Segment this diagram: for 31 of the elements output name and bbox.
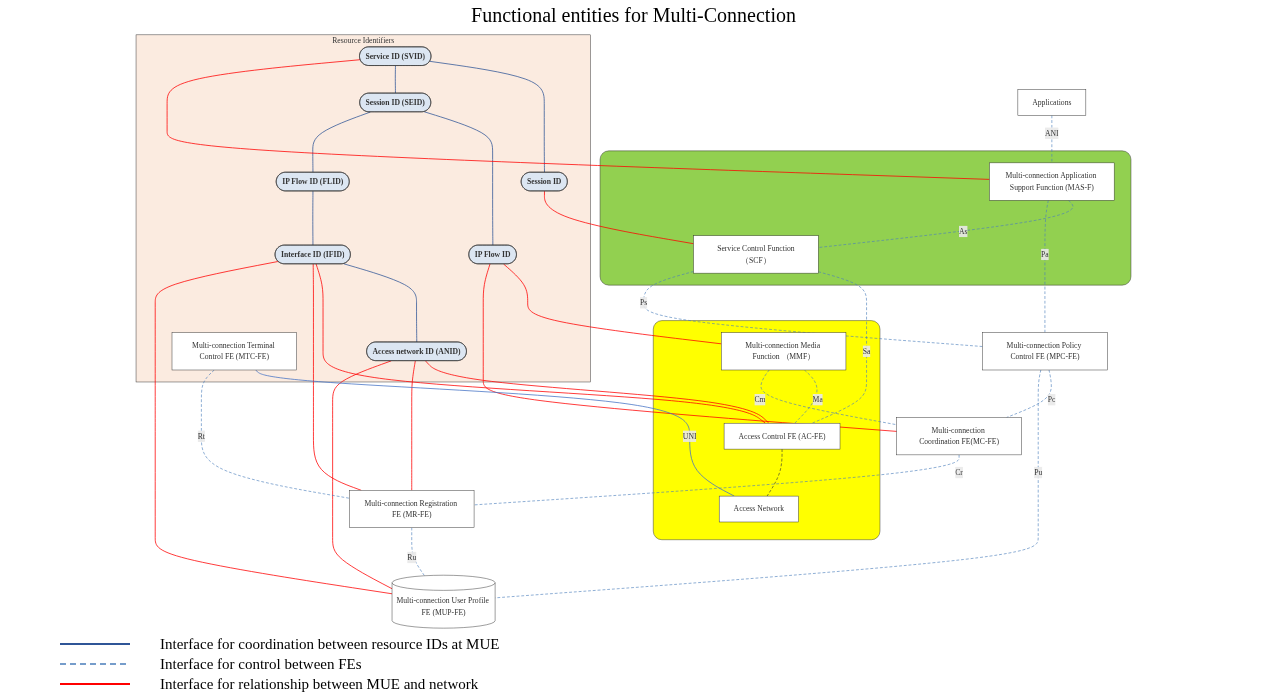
connector [503,263,722,345]
connector [332,360,393,590]
legend-text: Interface for relationship between MUE and network [160,675,479,693]
connector [312,111,371,173]
connector [166,59,990,180]
connector [312,190,314,246]
cluster [653,320,881,540]
connector [811,271,867,424]
legend-text: Interface for coordination between resource IDs at MUE [160,635,500,653]
connector [425,360,770,424]
connector [201,369,350,499]
connector [473,454,960,506]
connector [1044,199,1049,333]
connector [1051,115,1053,164]
connector [817,199,1074,248]
connector [343,263,418,343]
connector [794,369,818,424]
connector [423,111,494,246]
connector [154,261,393,595]
connector [544,190,694,245]
connector [394,65,396,94]
diagram-title: Functional entities for Multi-Connection [470,4,797,27]
connector [482,263,898,432]
cluster [599,150,1132,286]
connector [760,369,898,426]
legend-text: Interface for control between FEs [160,655,362,673]
connector [312,263,362,491]
connector [255,369,735,497]
connector [315,263,766,424]
connector [411,360,416,491]
connector [429,60,545,173]
